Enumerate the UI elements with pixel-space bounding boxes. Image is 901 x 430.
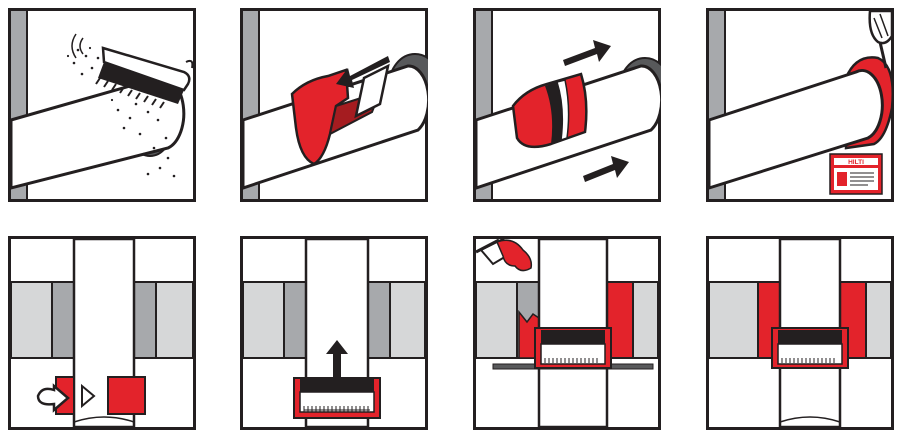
arrow-upper-icon	[563, 40, 611, 66]
step-6-push-sleeve-panel	[240, 236, 428, 430]
step-2-wrap-collar-panel	[240, 8, 428, 202]
fasten-label-icon: HILTI	[706, 8, 894, 202]
step-1-clean-pipe-panel	[8, 8, 196, 202]
push-sleeve-icon	[240, 236, 428, 430]
rotate-arrow-icon	[36, 383, 70, 413]
firestop-collar	[511, 72, 588, 149]
adhesive-strip	[354, 63, 390, 119]
sleeve-part	[293, 377, 381, 419]
screwdriver-icon	[868, 9, 894, 69]
direction-arrow-icon	[336, 56, 390, 88]
up-arrow-icon	[326, 340, 348, 378]
brush-clean-pipe-icon	[8, 8, 196, 202]
step-4-fasten-label-panel: HILTI	[706, 8, 894, 202]
firestop-collar	[290, 63, 390, 166]
step-7-fill-sealant-panel	[473, 236, 661, 430]
fill-sealant-icon	[473, 236, 661, 430]
identification-label: HILTI	[829, 153, 883, 195]
brush	[95, 46, 194, 109]
step-3-close-collar-panel	[473, 8, 661, 202]
wrap-collar-around-pipe-icon	[240, 8, 428, 202]
spatula-icon	[475, 237, 533, 272]
close-collar-icon	[473, 8, 661, 202]
step-5-insert-sleeve-panel	[8, 236, 196, 430]
label-logo: HILTI	[848, 159, 864, 166]
insert-sleeve-icon	[8, 236, 196, 430]
sleeve-part	[107, 376, 146, 415]
pipe	[707, 68, 884, 191]
finished-seal-icon	[706, 236, 894, 430]
sleeve-part	[534, 327, 612, 369]
dust-particles	[66, 46, 176, 178]
arrow-lower-icon	[583, 156, 629, 182]
move-arrow-icon	[81, 383, 96, 409]
sleeve-part	[771, 327, 849, 369]
step-8-finished-seal-panel	[706, 236, 894, 430]
